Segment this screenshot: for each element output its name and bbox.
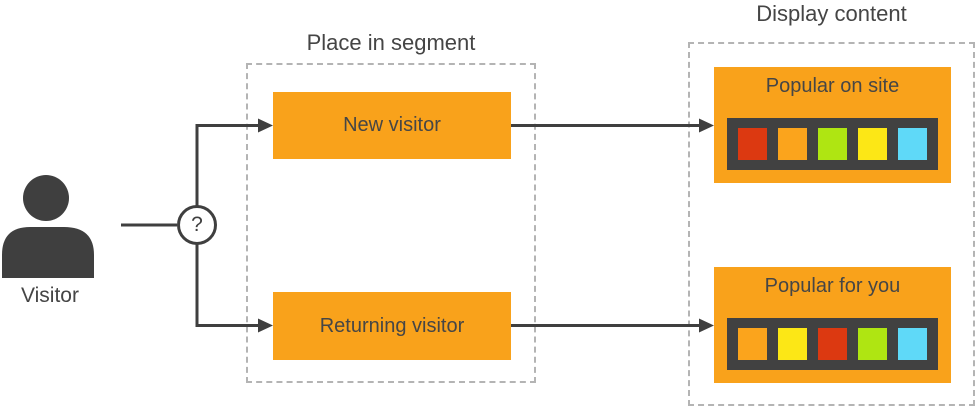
segment-box-returning-visitor: Returning visitor: [273, 292, 511, 360]
arrowhead-returning: [258, 318, 273, 333]
visitor-icon: [2, 175, 94, 278]
content-square: [858, 328, 887, 360]
segment-label: New visitor: [343, 114, 441, 136]
segment-box-new-visitor: New visitor: [273, 92, 511, 159]
arrowhead-display-bottom: [699, 318, 714, 333]
content-square: [738, 128, 767, 160]
display-content-title: Display content: [756, 1, 907, 26]
visitor-label: Visitor: [21, 284, 79, 307]
content-square: [778, 128, 807, 160]
display-box-popular-on-site: Popular on site: [714, 67, 951, 183]
display-box-popular-for-you: Popular for you: [714, 267, 951, 383]
connector-lines: [121, 124, 700, 327]
arrowheads: [258, 118, 714, 333]
content-square: [818, 328, 847, 360]
place-in-segment-title: Place in segment: [306, 30, 476, 55]
content-square: [898, 128, 927, 160]
line-decision-to-new: [195, 124, 259, 225]
display-label: Popular on site: [765, 75, 900, 97]
segment-group-frame: [246, 63, 536, 383]
display-label: Popular for you: [764, 275, 901, 297]
content-square: [898, 328, 927, 360]
content-square: [818, 128, 847, 160]
arrowhead-new: [258, 118, 273, 133]
content-square: [778, 328, 807, 360]
content-strip: [727, 318, 938, 370]
arrowhead-display-top: [699, 118, 714, 133]
content-square: [858, 128, 887, 160]
question-mark: ?: [191, 213, 203, 236]
content-strip: [727, 118, 938, 170]
display-group-frame: [688, 42, 975, 406]
segment-label: Returning visitor: [319, 314, 465, 337]
content-square: [738, 328, 767, 360]
decision-node: ?: [177, 205, 217, 245]
line-decision-to-returning: [195, 225, 259, 327]
